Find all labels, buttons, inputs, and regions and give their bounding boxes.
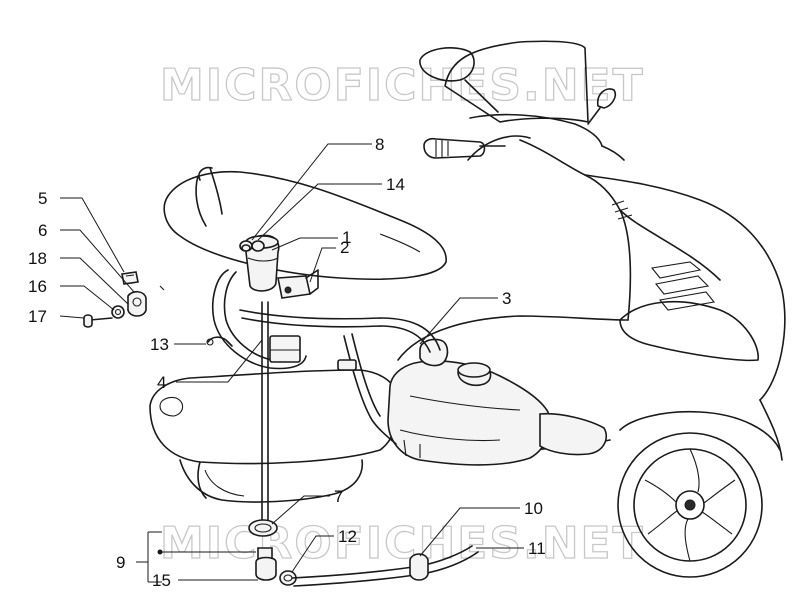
callout-12: 12 <box>338 527 357 546</box>
callout-7: 7 <box>334 487 343 506</box>
scooter-outline <box>149 40 786 578</box>
callout-5: 5 <box>38 189 47 208</box>
callout-18: 18 <box>28 249 47 268</box>
callout-labels: 8 14 1 2 3 4 13 5 6 18 16 17 7 12 10 11 … <box>28 135 546 590</box>
callout-8: 8 <box>375 135 384 154</box>
callout-9: 9 <box>116 553 125 572</box>
oil-hoses <box>212 269 441 521</box>
callout-1: 1 <box>342 228 351 247</box>
callout-3: 3 <box>502 289 511 308</box>
fastener-set <box>83 271 165 328</box>
callout-16: 16 <box>28 277 47 296</box>
callout-15: 15 <box>152 571 171 590</box>
callout-17: 17 <box>28 307 47 326</box>
watermark-top: MICROFICHES.NET <box>160 60 645 111</box>
callout-11: 11 <box>528 539 546 558</box>
oil-pump-components <box>206 234 479 587</box>
leader-lines <box>59 143 524 583</box>
callout-6: 6 <box>38 221 47 240</box>
callout-2: 2 <box>340 238 349 257</box>
callout-14: 14 <box>386 175 405 194</box>
callout-13: 13 <box>150 335 169 354</box>
callout-10: 10 <box>524 499 543 518</box>
watermark-bottom: MICROFICHES.NET <box>160 518 645 569</box>
callout-4: 4 <box>157 373 166 392</box>
